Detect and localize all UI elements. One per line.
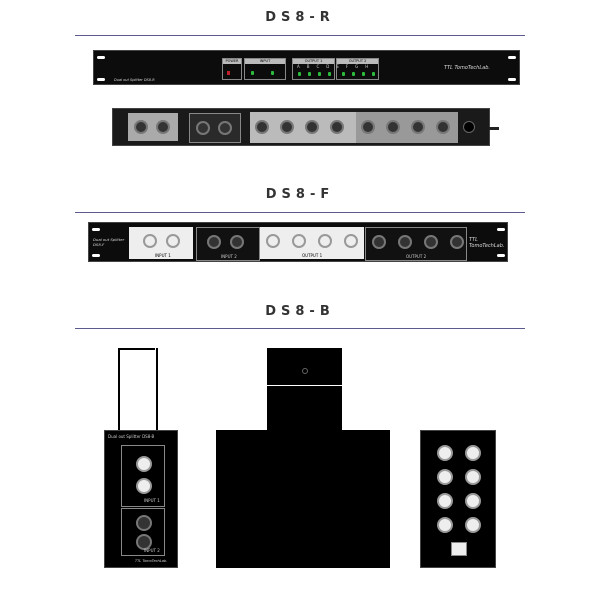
section-title-ds8b: DS8-B (265, 304, 335, 319)
brand-logo: TTL TomoTechLab. (469, 237, 505, 249)
output2-block (356, 112, 458, 143)
input2-block: INPUT 2 (121, 508, 165, 556)
power-inlet (451, 542, 467, 556)
xlr-connector (465, 445, 481, 461)
divider (75, 35, 525, 36)
model-label: Dual out Splitter DS8-F (93, 237, 125, 247)
input2-block: INPUT 2 (196, 227, 260, 261)
power-led (227, 71, 230, 75)
input-label: INPUT (245, 59, 285, 64)
input2-block (189, 113, 241, 143)
ds8r-front-panel: POWER INPUT OUTPUT 1 OUTPUT 2 ABCDEFGH D… (93, 50, 520, 85)
input1-block (128, 113, 178, 141)
model-label: Dual out Splitter DS8-B (108, 434, 155, 439)
ds8b-side-panel: Dual out Splitter DS8-B INPUT 1 INPUT 2 … (104, 430, 178, 568)
xlr-connector (465, 469, 481, 485)
ds8b-rear-panel (420, 430, 496, 568)
input1-block: INPUT 1 (129, 227, 193, 259)
xlr-connector (437, 493, 453, 509)
output2-block: OUTPUT 2 (365, 227, 467, 261)
brand-logo: TTL TomoTechLab. (444, 65, 490, 71)
xlr-connector (437, 469, 453, 485)
ds8f-front-panel: Dual out Splitter DS8-F INPUT 1 INPUT 2 … (88, 222, 508, 262)
input1-block: INPUT 1 (121, 445, 165, 507)
section-title-ds8r: DS8-R (265, 10, 335, 25)
output1-block: OUTPUT 1 (260, 227, 364, 259)
xlr-connector (465, 493, 481, 509)
ds8r-rear-panel (112, 108, 499, 146)
brand-logo: TTL TomoTechLab. (135, 559, 168, 563)
output2-label: OUTPUT 2 (337, 59, 378, 64)
ds8b-top-box (267, 348, 342, 430)
mount-bracket (118, 348, 158, 430)
model-label: Dual out Splitter DS8-R (114, 78, 155, 82)
power-connector (463, 121, 475, 133)
power-cable (489, 127, 499, 130)
power-label: POWER (223, 59, 241, 64)
xlr-connector (465, 517, 481, 533)
channel-labels: ABCDEFGH (297, 64, 376, 69)
section-title-ds8f: DS8-F (265, 187, 335, 202)
ds8b-front-box (216, 430, 390, 568)
divider (75, 328, 525, 329)
output1-label: OUTPUT 1 (293, 59, 334, 64)
output1-block (250, 112, 356, 143)
divider (75, 212, 525, 213)
xlr-connector (437, 517, 453, 533)
xlr-connector (437, 445, 453, 461)
